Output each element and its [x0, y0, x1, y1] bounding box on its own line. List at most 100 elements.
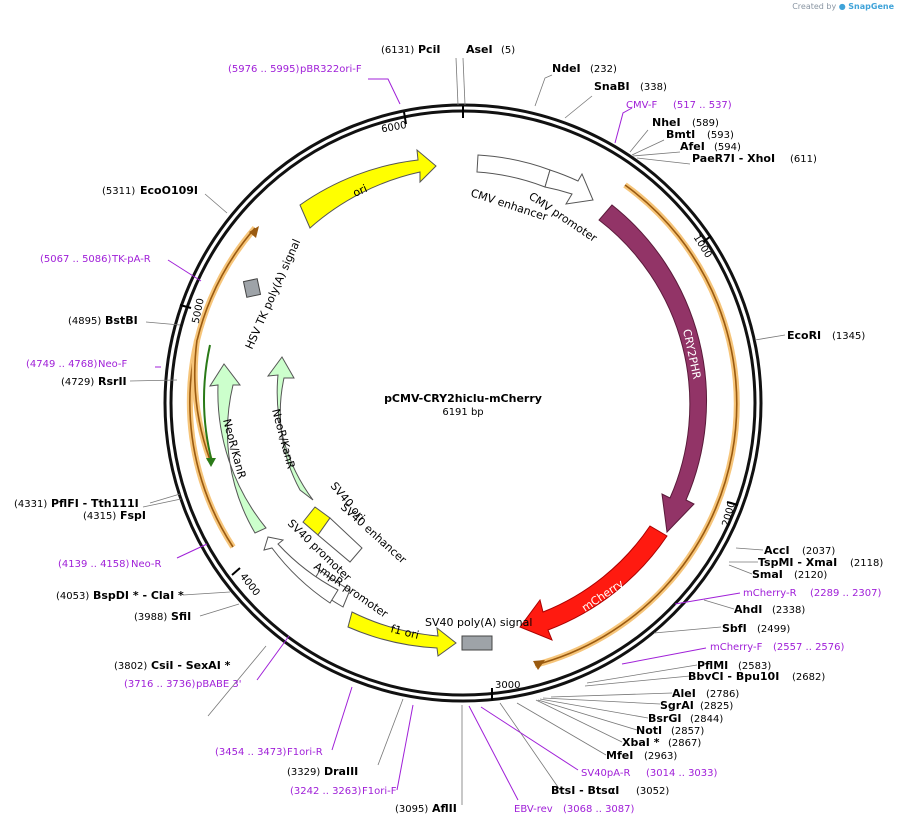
- svg-text:(2786): (2786): [706, 689, 739, 700]
- site-xbai: XbaI *(2867): [622, 736, 701, 749]
- feature-ori: ori: [299, 148, 437, 229]
- svg-text:(5067 .. 5086): (5067 .. 5086): [40, 254, 112, 265]
- svg-text:mCherry-F: mCherry-F: [710, 642, 763, 653]
- svg-text:PflFI - Tth111I: PflFI - Tth111I: [51, 497, 139, 510]
- feature-neor-inner: NeoR/KanR: [266, 356, 314, 501]
- feature-neor-outer-label: NeoR/KanR: [220, 417, 249, 480]
- site-pcii: (6131)PciI: [381, 43, 440, 56]
- site-aseI-pos: (5): [501, 45, 515, 56]
- orf-arcs: [186, 182, 740, 670]
- sites-right: NdeI(232) SnaBI(338) NheI(589) BmtI(593)…: [551, 62, 883, 797]
- svg-text:NdeI: NdeI: [552, 62, 581, 75]
- svg-text:(4331): (4331): [14, 499, 47, 510]
- svg-text:AccI: AccI: [764, 544, 790, 557]
- feature-neor-inner-label: NeoR/KanR: [269, 407, 298, 470]
- svg-text:(2857): (2857): [671, 726, 704, 737]
- svg-text:AleI: AleI: [672, 687, 696, 700]
- svg-text:SgrAI: SgrAI: [660, 699, 694, 712]
- svg-text:(6131): (6131): [381, 45, 414, 56]
- leader-lines: [129, 57, 786, 805]
- svg-text:pBABE 3': pBABE 3': [196, 679, 242, 690]
- feature-ori-label: ori: [351, 182, 369, 200]
- svg-text:AhdI: AhdI: [734, 603, 762, 616]
- svg-text:(3014 .. 3033): (3014 .. 3033): [646, 768, 718, 779]
- svg-text:EBV-rev: EBV-rev: [514, 804, 553, 815]
- site-aseI: AseI (5): [466, 43, 515, 56]
- site-mfei: MfeI (2963): [606, 749, 677, 762]
- site-tspmi-xmai: TspMI - XmaI (2118): [758, 556, 883, 569]
- svg-text:BsrGI: BsrGI: [648, 712, 681, 725]
- site-fspi: (4315)FspI: [83, 509, 146, 522]
- snapgene-credit: Created by ● SnapGene: [792, 2, 894, 11]
- site-draiii: (3329) DraIII: [287, 765, 358, 778]
- svg-text:Neo-R: Neo-R: [131, 559, 162, 570]
- feature-sv40-polya-label: SV40 poly(A) signal: [425, 616, 532, 629]
- primer-ebv-rev: EBV-rev(3068 .. 3087): [514, 804, 635, 815]
- svg-text:F1ori-F: F1ori-F: [362, 786, 397, 797]
- site-pflmi: PflMI(2583): [697, 659, 771, 672]
- site-nheI: NheI(589): [652, 116, 719, 129]
- svg-text:(2118): (2118): [850, 558, 883, 569]
- primer-f1ori-r: (3454 .. 3473)F1ori-R: [215, 747, 323, 758]
- credit-brand: SnapGene: [848, 2, 894, 11]
- svg-text:(594): (594): [714, 142, 741, 153]
- site-btsi-btsai: BtsI - BtsαI(3052): [551, 784, 669, 797]
- site-pflfi-tth111i: (4331) PflFI - Tth111I: [14, 497, 139, 510]
- svg-text:(3329): (3329): [287, 767, 320, 778]
- site-aflii: (3095)AflII: [395, 802, 457, 815]
- svg-text:SfiI: SfiI: [171, 610, 191, 623]
- plasmid-title: pCMV-CRY2hiclu-mCherry 6191 bp: [384, 392, 542, 418]
- primer-tk-pa-r: (5067 .. 5086)TK-pA-R: [40, 254, 151, 265]
- primer-neo-r: (4139 .. 4158)Neo-R: [58, 559, 162, 570]
- primer-pbabe3: (3716 .. 3736)pBABE 3': [124, 679, 242, 690]
- site-ndeI: NdeI (232): [552, 62, 617, 75]
- svg-text:SmaI: SmaI: [752, 568, 783, 581]
- feature-cmv-enhancer: CMV enhancer: [469, 154, 551, 224]
- site-alei: AleI (2786): [672, 687, 739, 700]
- feature-sv40-polya: SV40 poly(A) signal: [425, 616, 532, 651]
- svg-text:(1345): (1345): [832, 331, 865, 342]
- svg-text:(2338): (2338): [772, 605, 805, 616]
- svg-text:BmtI: BmtI: [666, 128, 695, 141]
- plasmid-size: 6191 bp: [442, 407, 483, 418]
- site-ecori: EcoRI(1345): [787, 329, 865, 342]
- svg-text:(2963): (2963): [644, 751, 677, 762]
- svg-text:CMV-F: CMV-F: [626, 100, 657, 111]
- svg-text:(2120): (2120): [794, 570, 827, 581]
- tick-label-3000: 3000: [495, 680, 520, 691]
- svg-text:PaeR7I - XhoI: PaeR7I - XhoI: [692, 152, 775, 165]
- svg-text:(232): (232): [590, 64, 617, 75]
- svg-text:DraIII: DraIII: [324, 765, 358, 778]
- site-afeI: AfeI (594): [680, 140, 741, 153]
- svg-text:(589): (589): [692, 118, 719, 129]
- svg-text:(2844): (2844): [690, 714, 723, 725]
- site-rsrii: (4729)RsrII: [61, 375, 127, 388]
- site-bbvci-bpu10i: BbvCI - Bpu10I(2682): [688, 670, 825, 683]
- site-sbfi: SbfI(2499): [722, 622, 790, 635]
- svg-text:AflII: AflII: [432, 802, 457, 815]
- snapgene-logo-icon: ●: [838, 2, 846, 11]
- svg-text:(2867): (2867): [668, 738, 701, 749]
- feature-hsv-tk-polya: HSV TK poly(A) signal: [243, 237, 303, 351]
- site-noti: NotI(2857): [636, 724, 704, 737]
- svg-text:(3988): (3988): [134, 612, 167, 623]
- svg-text:(2037): (2037): [802, 546, 835, 557]
- tick-3000: 3000: [491, 680, 520, 700]
- svg-text:(338): (338): [640, 82, 667, 93]
- svg-text:BbvCI - Bpu10I: BbvCI - Bpu10I: [688, 670, 779, 683]
- primer-mcherry-f: mCherry-F (2557 .. 2576): [710, 642, 845, 653]
- svg-text:AfeI: AfeI: [680, 140, 705, 153]
- svg-text:EcoO109I: EcoO109I: [140, 184, 198, 197]
- svg-text:(4053): (4053): [56, 591, 89, 602]
- svg-text:MfeI: MfeI: [606, 749, 633, 762]
- credit-prefix: Created by: [792, 2, 837, 11]
- svg-text:(2825): (2825): [700, 701, 733, 712]
- svg-text:SnaBI: SnaBI: [594, 80, 630, 93]
- svg-text:(4139 .. 4158): (4139 .. 4158): [58, 559, 130, 570]
- svg-text:(4895): (4895): [68, 316, 101, 327]
- tick-6000: 6000: [381, 111, 407, 135]
- svg-text:(3242 .. 3263): (3242 .. 3263): [290, 786, 362, 797]
- svg-text:(2557 .. 2576): (2557 .. 2576): [773, 642, 845, 653]
- svg-text:TspMI - XmaI: TspMI - XmaI: [758, 556, 837, 569]
